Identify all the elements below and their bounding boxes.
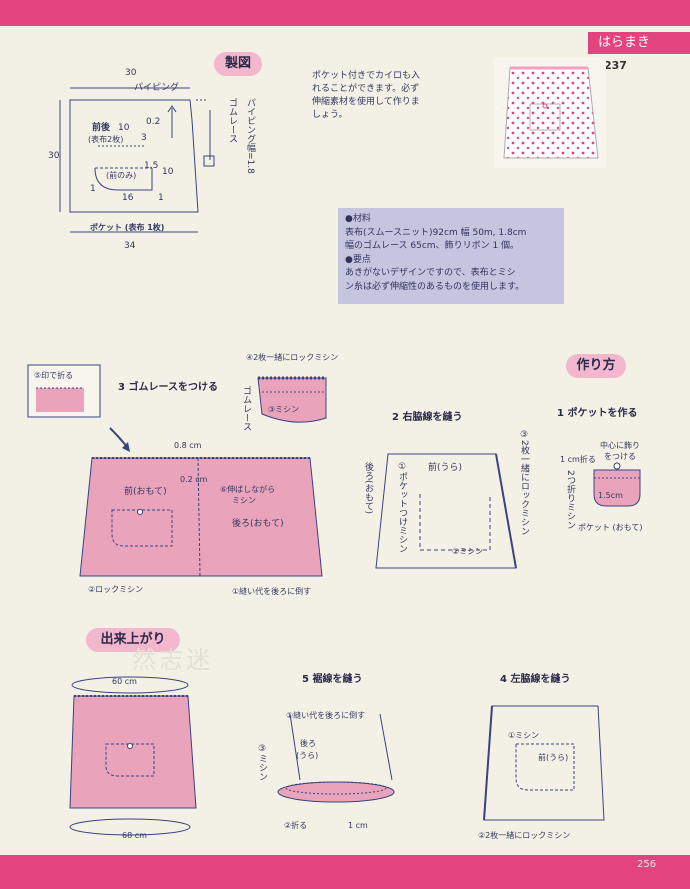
draft-n16: 16 [122, 193, 134, 203]
draft-n15: 1.5 [144, 161, 159, 171]
step3-lace-detail [257, 376, 327, 423]
step5-back: 後ろ [300, 739, 316, 748]
draft-front-back-sub: (表布2枚) [88, 135, 124, 144]
step4-stitch: ①ミシン [508, 731, 540, 740]
step3-lace: ゴムレース [241, 386, 251, 431]
step3-n08: 0.8 cm [174, 441, 202, 450]
step1-center-ribbon2: をつける [604, 452, 636, 461]
step2-lock: ③2枚一緒にロックミシン [519, 430, 529, 536]
page-number: 237 [604, 59, 627, 72]
step1-size: 1.5cm [598, 491, 623, 500]
step3-back-face: 後ろ(おもて) [232, 519, 284, 529]
draft-n1b: 1 [158, 193, 164, 203]
points-heading: ●要点 [345, 254, 371, 265]
step3-inset [27, 364, 130, 452]
step4-lock: ②2枚一緒にロックミシン [478, 831, 571, 840]
section-finished: 出来上がり [86, 628, 180, 652]
draft-n10b: 10 [162, 167, 174, 177]
draft-piping: パイピング [134, 83, 180, 93]
bottom-bar [0, 855, 690, 889]
footer-page-number: 256 [637, 859, 657, 870]
step4-front-back: 前(うら) [538, 753, 569, 762]
step5-fold: ②折る [284, 821, 308, 830]
step1-pocket-face: ポケット (おもて) [578, 523, 643, 532]
draft-n1a: 1 [90, 184, 96, 194]
finished-top: 60 cm [112, 677, 137, 686]
step2-front-back: 前(うら) [428, 463, 463, 473]
intro-text: ポケット付きでカイロも入 れることができます。必ず 伸縮素材を使用して作りま し… [312, 71, 421, 120]
step3-n02: 0.2 cm [180, 475, 208, 484]
step2-back-face: 後ろ(おもて) [363, 462, 373, 515]
step3-stretch: ⑥伸ばしながら [220, 485, 276, 494]
draft-pocket: ポケット (表布 1枚) [90, 223, 165, 232]
materials-box: ●材料 表布(スムースニット)92cm 幅 50m, 1.8cm 幅のゴムレース… [338, 208, 564, 304]
step4-diagram [483, 705, 605, 821]
step2-title: 2 右脇線を縫う [392, 412, 463, 423]
step5-back-sub: (うら) [296, 751, 319, 760]
finished-bottom: 68 cm [122, 831, 147, 840]
step1-fold2: 2つ折りミシン [565, 470, 575, 530]
draft-front-only: (前のみ) [106, 171, 137, 180]
step4-title: 4 左脇線を縫う [500, 674, 571, 685]
draft-pattern [59, 87, 215, 233]
step5-title: 5 裾線を縫う [302, 674, 363, 685]
draft-n02: 0.2 [146, 117, 161, 127]
step3-lock2: ②ロックミシン [88, 585, 144, 594]
step2-stitch: ②ミシン [452, 547, 484, 556]
step2-pocket-stitch: ①ポケットつけミシン [397, 462, 407, 553]
step1-pocket [593, 462, 641, 507]
watermark: 然志迷 [132, 646, 213, 674]
chapter-tab: はらまき [588, 32, 690, 54]
step5-allowance: ①縫い代を後ろに倒す [286, 711, 366, 720]
draft-height: 30 [48, 151, 60, 161]
section-drafting: 製図 [214, 52, 262, 76]
step5-n1: 1 cm [348, 821, 368, 830]
step3-lock-together: ④2枚一緒にロックミシン [246, 353, 339, 362]
step1-center-ribbon: 中心に飾り [600, 441, 640, 450]
draft-front-back: 前後 [92, 123, 111, 133]
step3-stitch: ③ミシン [268, 405, 300, 414]
draft-lace: ゴムレース [227, 98, 237, 143]
step5-stitch: ③ミシン [257, 744, 267, 781]
top-bar [0, 0, 690, 26]
step1-fold1: 1 cm折る [560, 455, 596, 464]
draft-n10: 10 [118, 123, 130, 133]
section-howto: 作り方 [566, 354, 626, 378]
step3-allowance: ①縫い代を後ろに倒す [232, 587, 312, 596]
draft-bottom-width: 34 [124, 241, 136, 251]
step3-title: 3 ゴムレースをつける [118, 382, 218, 393]
step3-main-fabric [79, 457, 323, 577]
step5-diagram [277, 713, 395, 803]
draft-piping-width: パイピング幅=1.8 [245, 98, 255, 174]
draft-n3: 3 [141, 133, 147, 143]
step3-fold-mark: ⑤印で折る [34, 371, 74, 380]
step3-front-face: 前(おもて) [124, 487, 167, 497]
materials-heading: ●材料 [345, 214, 371, 224]
step3-stretch2: ミシン [232, 496, 256, 505]
step2-diagram [375, 453, 517, 569]
step1-title: 1 ポケットを作る [557, 408, 638, 419]
product-photo [494, 58, 606, 168]
finished-diagram [69, 676, 197, 836]
draft-top-width: 30 [125, 68, 137, 78]
